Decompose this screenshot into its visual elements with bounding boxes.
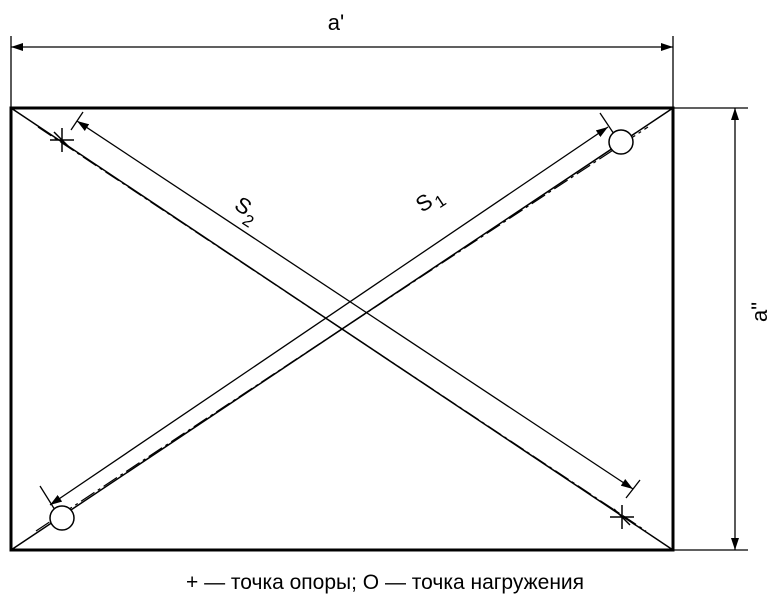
ext-tick-s2-top	[70, 111, 84, 131]
s1-label-base: S	[411, 188, 437, 217]
s1-label: S 1	[411, 188, 450, 217]
legend-caption: + — точка опоры; О — точка нагружения	[185, 571, 585, 594]
ext-tick-s2-bottom	[625, 479, 641, 499]
ext-tick-s1-bottom	[39, 485, 56, 511]
load-point-marker	[608, 129, 634, 155]
width-label: a'	[328, 10, 344, 35]
height-label: a"	[747, 302, 770, 322]
dim-line-s1	[49, 126, 609, 506]
plate-outline	[9, 106, 675, 552]
dim-line-s2	[76, 120, 634, 490]
support-point-marker	[610, 505, 634, 529]
s2-label: S 2	[230, 191, 257, 231]
centerline-s1	[35, 126, 649, 532]
support-point-marker	[50, 128, 74, 152]
load-point-marker	[49, 505, 75, 531]
